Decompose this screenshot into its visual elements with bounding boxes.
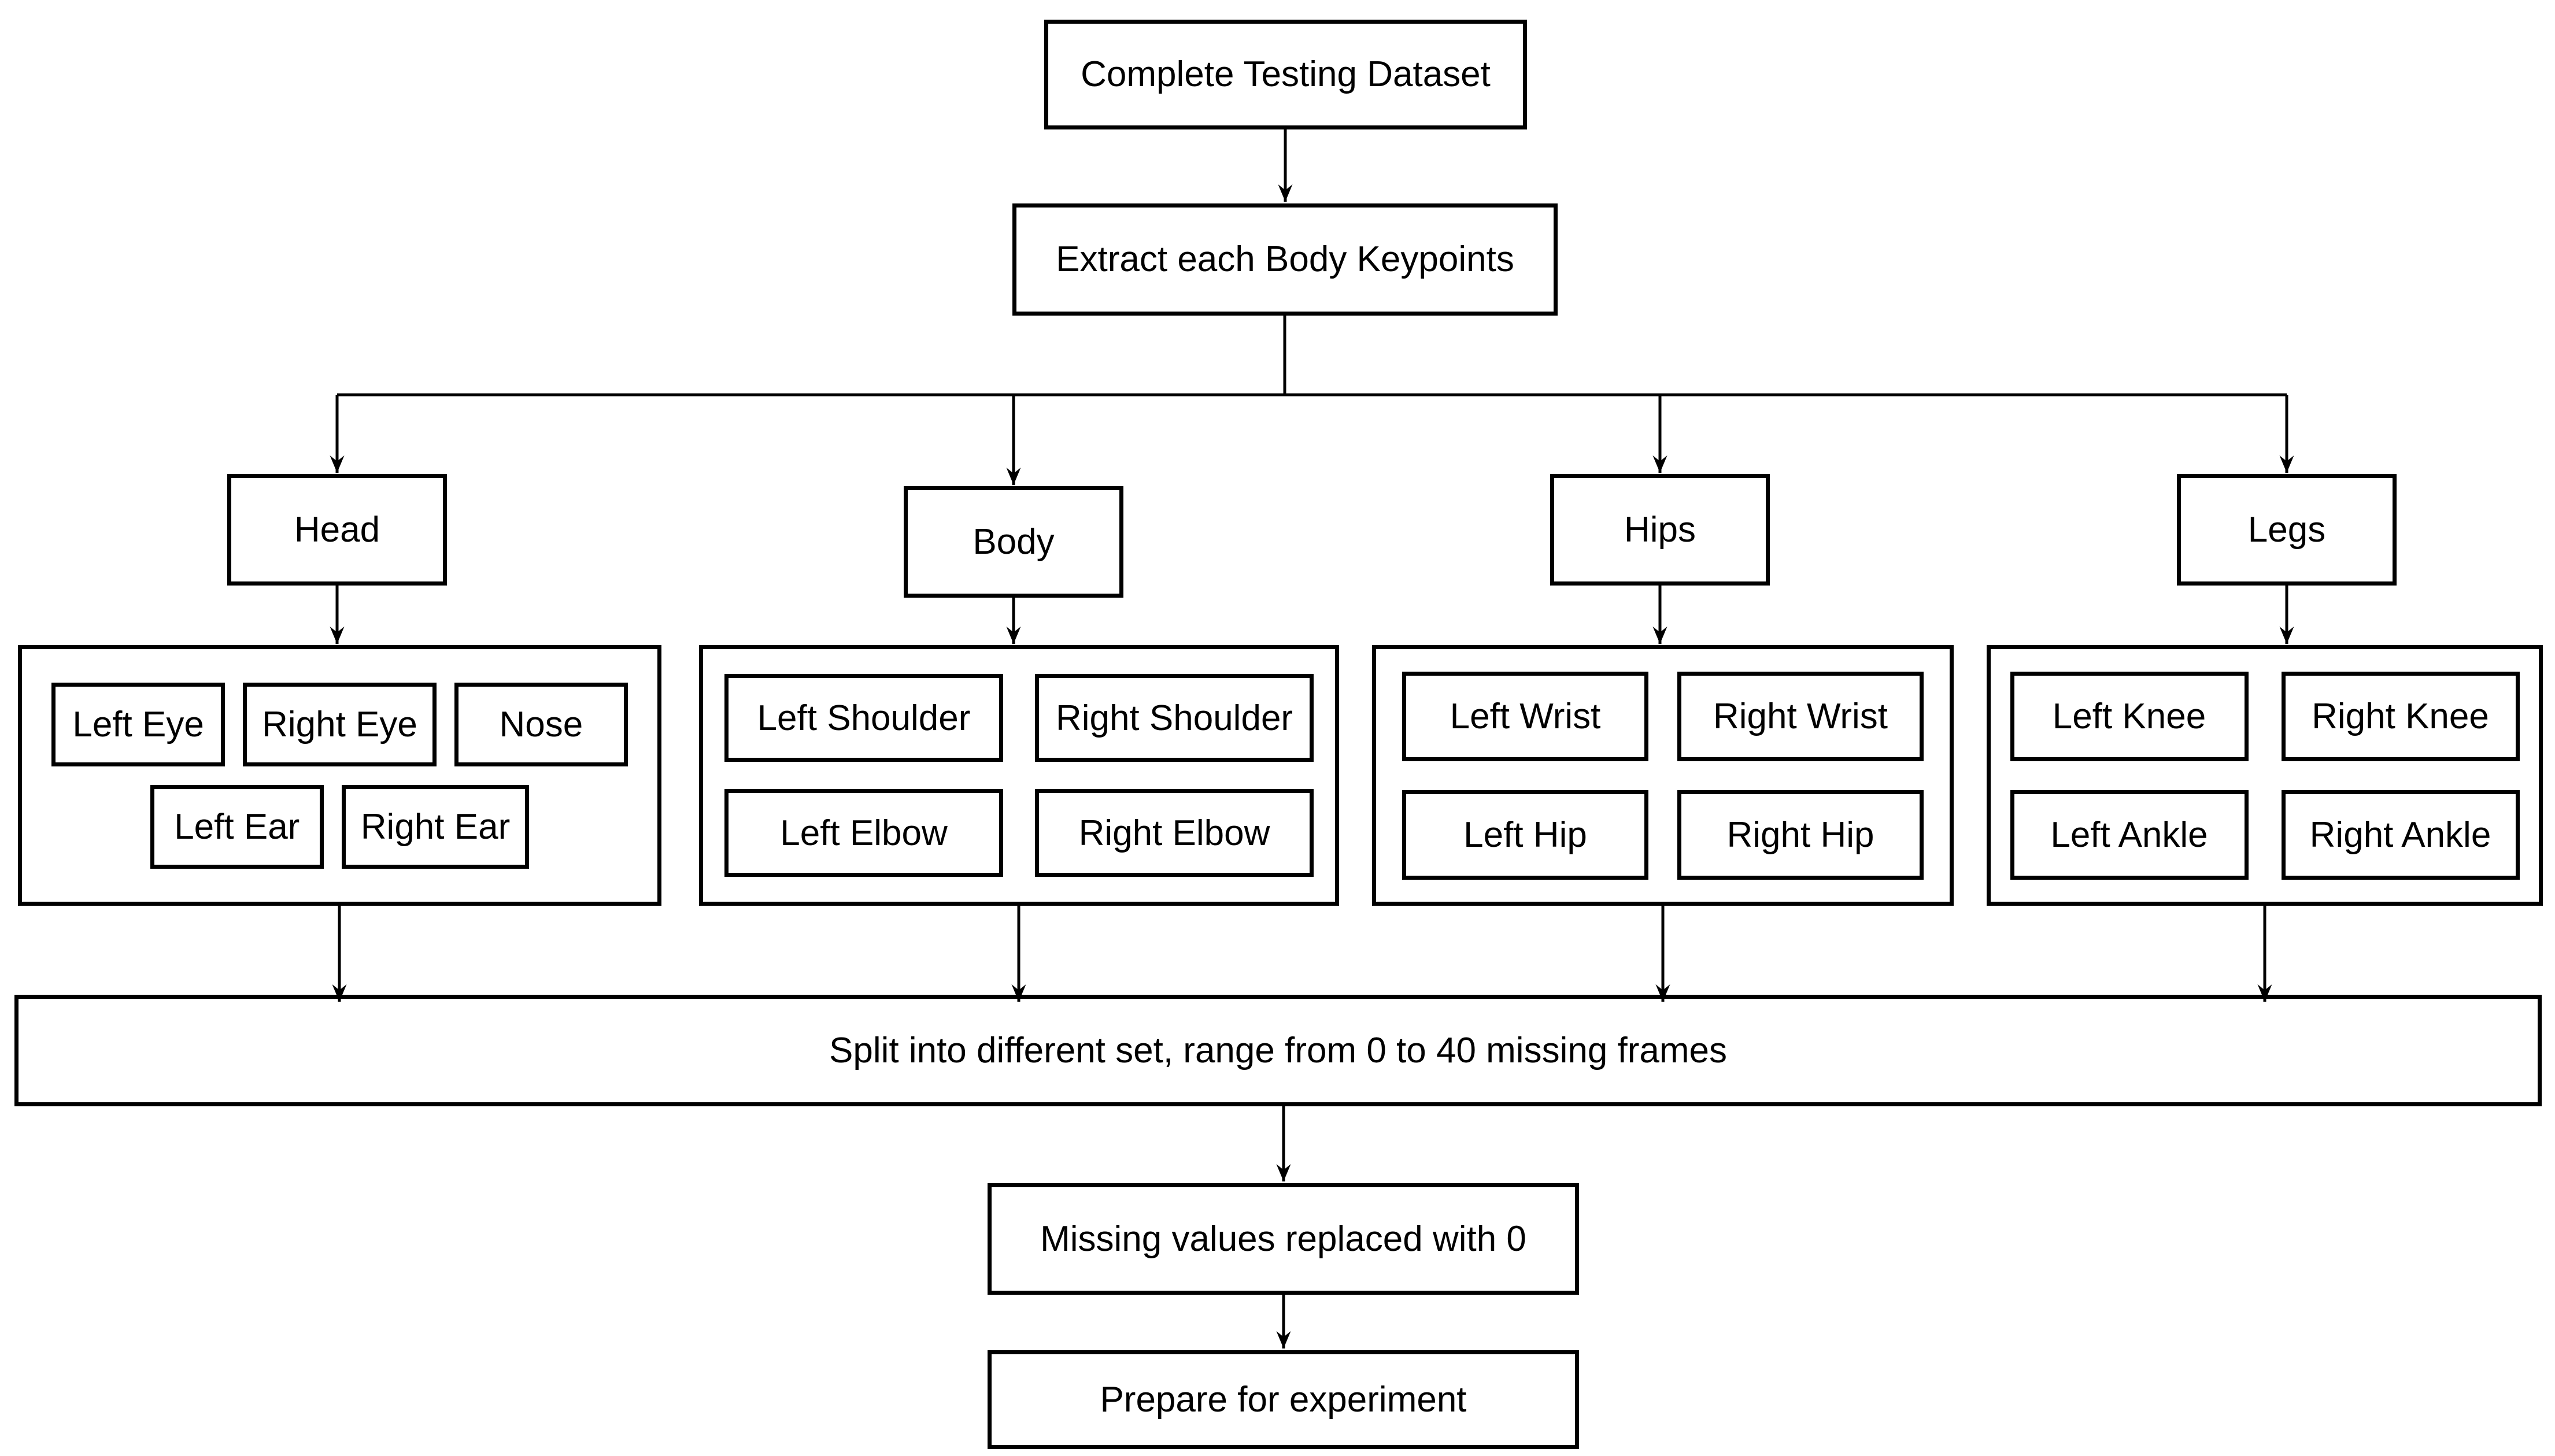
body-keypoints-row-2: Left Elbow Right Elbow: [724, 789, 1314, 877]
keypoint-box-right-wrist: Right Wrist: [1677, 671, 1924, 761]
node-extract-body-keypoints: Extract each Body Keypoints: [1012, 203, 1558, 316]
node-missing-values-replaced: Missing values replaced with 0: [988, 1183, 1579, 1295]
body-keypoints-group: Left Shoulder Right Shoulder Left Elbow …: [699, 645, 1339, 906]
legs-keypoints-row-2: Left Ankle Right Ankle: [2010, 790, 2520, 880]
hips-keypoints-row-1: Left Wrist Right Wrist: [1402, 671, 1924, 761]
head-keypoints-row-2: Left Ear Right Ear: [150, 784, 530, 869]
node-legs: Legs: [2177, 474, 2397, 586]
keypoint-box-left-eye: Left Eye: [51, 682, 225, 766]
legs-keypoints-group: Left Knee Right Knee Left Ankle Right An…: [1987, 645, 2543, 906]
keypoint-box-left-ear: Left Ear: [150, 784, 324, 869]
node-complete-testing-dataset: Complete Testing Dataset: [1044, 20, 1527, 129]
keypoint-box-right-elbow: Right Elbow: [1035, 789, 1314, 877]
keypoint-box-nose: Nose: [454, 682, 628, 766]
keypoint-box-left-ankle: Left Ankle: [2010, 790, 2249, 880]
node-split-missing-frames: Split into different set, range from 0 t…: [14, 995, 2542, 1106]
hips-keypoints-row-2: Left Hip Right Hip: [1402, 790, 1924, 880]
hips-keypoints-group: Left Wrist Right Wrist Left Hip Right Hi…: [1372, 645, 1954, 906]
keypoint-box-left-knee: Left Knee: [2010, 671, 2249, 761]
head-keypoints-row-1: Left Eye Right Eye Nose: [51, 682, 628, 766]
keypoint-box-right-shoulder: Right Shoulder: [1035, 674, 1314, 762]
branch-connector-line: [337, 316, 2287, 397]
keypoint-box-left-elbow: Left Elbow: [724, 789, 1003, 877]
node-body: Body: [904, 486, 1123, 598]
node-hips: Hips: [1550, 474, 1770, 586]
keypoint-box-left-wrist: Left Wrist: [1402, 671, 1648, 761]
keypoint-box-right-ear: Right Ear: [341, 784, 530, 869]
legs-keypoints-row-1: Left Knee Right Knee: [2010, 671, 2520, 761]
keypoint-box-left-hip: Left Hip: [1402, 790, 1648, 880]
node-head: Head: [227, 474, 447, 586]
keypoint-box-right-eye: Right Eye: [243, 682, 437, 766]
keypoint-box-right-hip: Right Hip: [1677, 790, 1924, 880]
keypoint-box-right-ankle: Right Ankle: [2281, 790, 2520, 880]
body-keypoints-row-1: Left Shoulder Right Shoulder: [724, 674, 1314, 762]
keypoint-box-right-knee: Right Knee: [2281, 671, 2520, 761]
keypoint-box-left-shoulder: Left Shoulder: [724, 674, 1003, 762]
node-prepare-for-experiment: Prepare for experiment: [988, 1350, 1579, 1449]
head-keypoints-group: Left Eye Right Eye Nose Left Ear Right E…: [18, 645, 661, 906]
